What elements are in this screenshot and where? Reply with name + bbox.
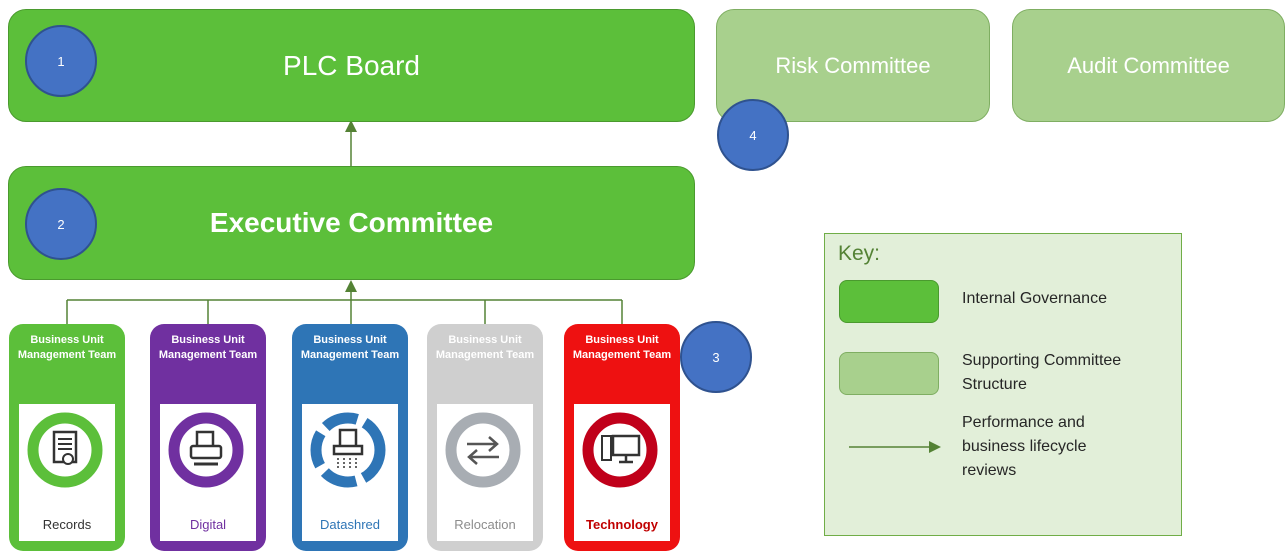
bu-name-records: Records [42,517,92,532]
key-supporting-label: Supporting Committee Structure [962,352,1122,393]
key-reviews-label: Performance and business lifecycle revie… [962,414,1087,479]
key-title: Key: [838,242,881,265]
bu-datashred-panel: Business Unit Management Team Datashred [292,324,408,551]
key-panel: Key: Internal Governance Supporting Comm… [824,233,1182,536]
bu-technology-panel: Business Unit Management Team Technology [564,324,680,551]
key-supporting-swatch [839,352,939,395]
bu-name-technology: Technology [586,517,658,532]
bu-name-datashred: Datashred [320,517,380,532]
exchange-arrows-icon [445,412,521,488]
scanner-icon [168,412,244,488]
bu-records-panel: Business Unit Management Team Records [9,324,125,551]
audit-committee-label: Audit Committee [1067,52,1230,78]
executive-committee-label: Executive Committee [209,207,494,238]
marker-4: 4 [717,99,789,171]
bu-card: Digital [160,404,256,541]
bu-title: Business Unit Management Team [17,334,117,361]
key-internal-label: Internal Governance [962,290,1107,307]
executive-committee-box: Executive Committee [8,166,695,280]
bu-title: Business Unit Management Team [572,334,672,361]
bu-card: Technology [574,404,670,541]
bu-relocation-panel: Business Unit Management Team Relocation [427,324,543,551]
key-arrow-icon [849,441,941,453]
bu-name-relocation: Relocation [454,517,516,532]
marker-3: 3 [680,321,752,393]
plc-board-box: PLC Board [8,9,695,122]
key-internal-swatch [839,280,939,323]
bu-title: Business Unit Management Team [158,334,258,361]
audit-committee-box: Audit Committee [1012,9,1285,122]
risk-committee-label: Risk Committee [775,52,931,78]
bu-name-digital: Digital [189,517,227,532]
bu-title: Business Unit Management Team [435,334,535,361]
bu-title: Business Unit Management Team [300,334,400,361]
bu-card: Relocation [437,404,533,541]
bu-card: Datashred [302,404,398,541]
document-certificate-icon [27,412,103,488]
marker-1: 1 [25,25,97,97]
bu-card: Records [19,404,115,541]
shredder-icon [310,412,386,488]
bu-digital-panel: Business Unit Management Team Digital [150,324,266,551]
computer-icon [582,412,658,488]
marker-2: 2 [25,188,97,260]
plc-board-label: PLC Board [283,49,420,81]
